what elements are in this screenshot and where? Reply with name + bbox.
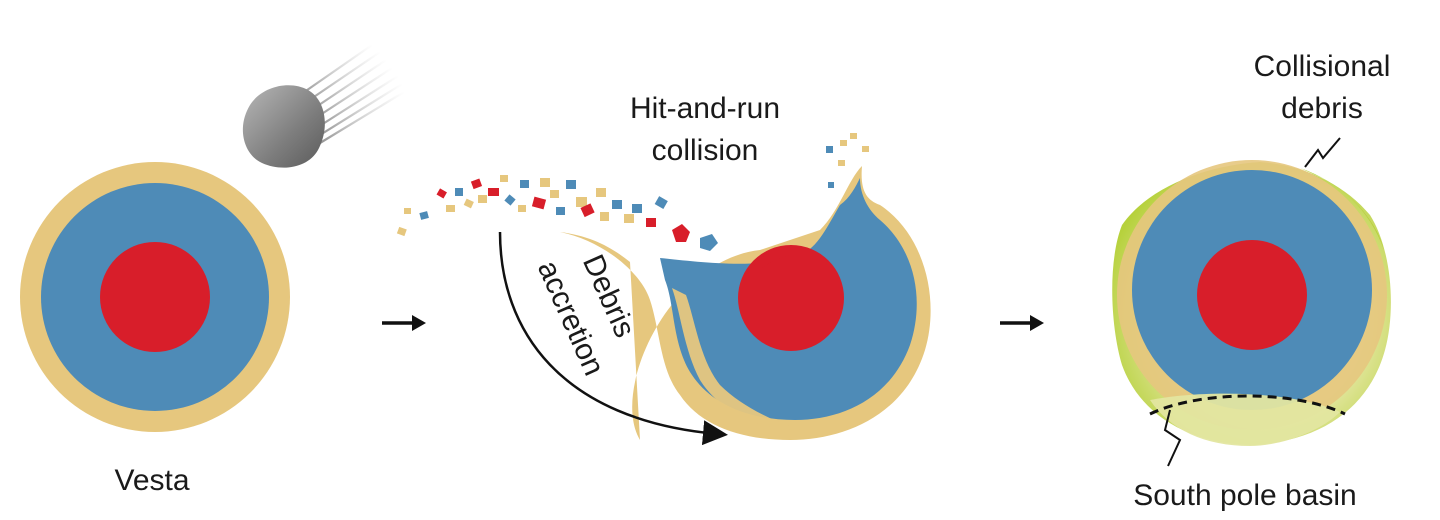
ejected-debris-cloud	[396, 133, 869, 251]
collisional-debris-label-line2: debris	[1281, 92, 1363, 125]
hit-and-run-label-line1: Hit-and-run	[630, 92, 780, 125]
resulting-vesta-body	[1112, 160, 1391, 446]
south-pole-basin-leader-icon	[1163, 409, 1182, 467]
impactor-asteroid-icon	[242, 43, 406, 168]
collisional-debris-label-line1: Collisional	[1254, 50, 1391, 83]
south-pole-basin-label: South pole basin	[1133, 479, 1357, 512]
hit-and-run-label-line2: collision	[652, 134, 759, 167]
step-arrow-2	[1000, 315, 1044, 331]
vesta-core	[100, 242, 210, 352]
resulting-core	[1197, 240, 1307, 350]
step-arrow-1	[382, 315, 426, 331]
collisional-debris-leader-icon	[1304, 137, 1341, 168]
disrupted-vesta-body	[560, 166, 931, 440]
disrupted-core	[738, 245, 844, 351]
debris-accretion-arrow-icon	[498, 231, 728, 446]
south-pole-basin-outline	[1149, 394, 1346, 416]
vesta-body	[20, 162, 290, 432]
vesta-label: Vesta	[114, 464, 189, 497]
